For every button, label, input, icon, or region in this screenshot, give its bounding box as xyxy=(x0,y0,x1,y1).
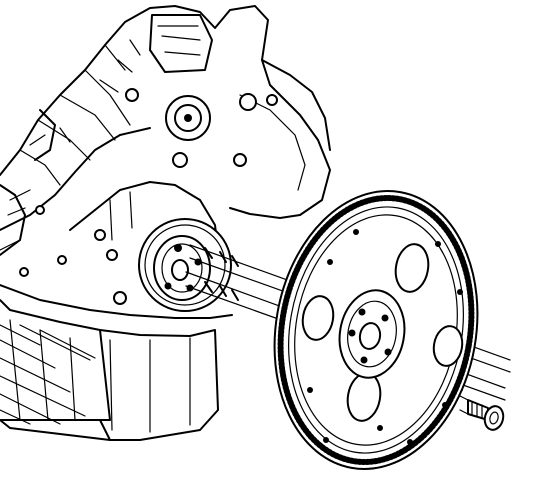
oil-pan-hatching xyxy=(0,319,96,425)
flywheel xyxy=(273,190,479,470)
flywheel-bolt xyxy=(459,395,505,431)
crankshaft-flange xyxy=(153,235,211,301)
flywheel-hole xyxy=(301,295,335,341)
flywheel-hole xyxy=(394,243,430,293)
flywheel-hole xyxy=(432,325,464,367)
ring-gear-teeth xyxy=(277,195,475,465)
